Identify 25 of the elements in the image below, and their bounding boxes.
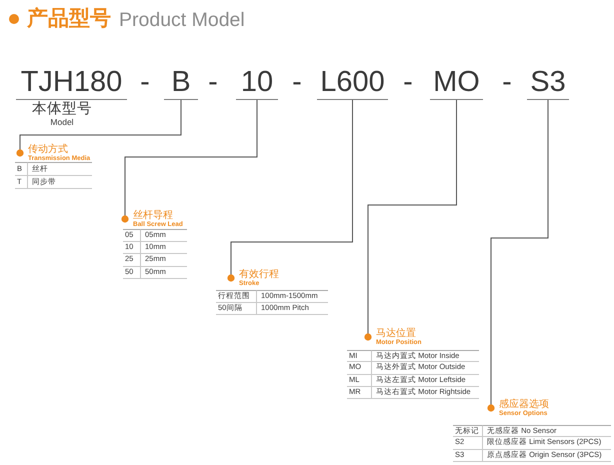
node-label: 本体型号 [31, 101, 93, 118]
model-code: MO [430, 66, 483, 100]
separator-dash: - [139, 66, 151, 99]
separator-dash: - [207, 66, 219, 99]
model-code: B [164, 66, 198, 100]
category-heading: 有效行程 [239, 269, 279, 280]
connector-line [227, 100, 353, 282]
title: 产品型号 [27, 6, 111, 32]
separator-dash: - [402, 66, 414, 99]
category-heading: 传动方式 [28, 144, 69, 155]
connector-line [487, 100, 548, 412]
model-code: 10 [236, 66, 278, 100]
connector-line [16, 100, 182, 157]
category-heading: 马达位置 [376, 328, 417, 339]
connector-line [364, 100, 457, 341]
category-heading: 感应器选项 [499, 399, 549, 410]
separator-dash: - [291, 66, 303, 99]
model-code: S3 [527, 66, 569, 100]
separator-dash: - [501, 66, 513, 99]
connector-line [121, 100, 258, 223]
model-code: TJH180 [16, 66, 127, 100]
subtitle: Product Model [119, 8, 245, 32]
node-label: Model [49, 117, 75, 127]
category-heading: 丝杆导程 [133, 210, 174, 221]
model-code: L600 [317, 66, 388, 100]
